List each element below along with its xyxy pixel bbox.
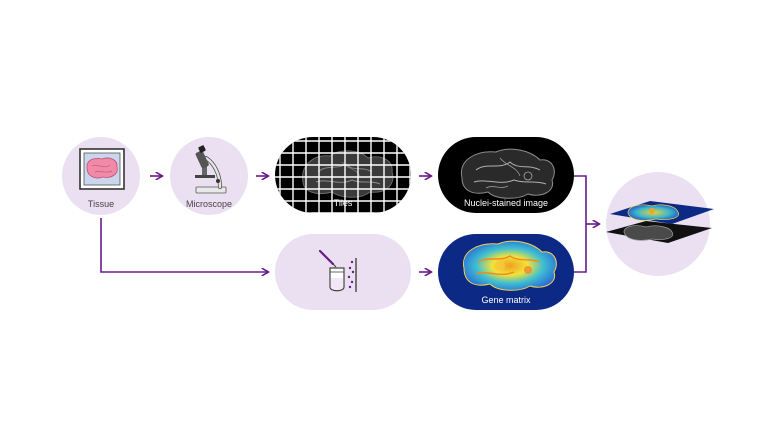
- arrow-tissue-to-sequencing: [100, 218, 268, 272]
- stacked-layers-icon: [606, 201, 714, 243]
- microscope-icon: [195, 145, 227, 194]
- tissue-slide-icon: [79, 148, 125, 190]
- tissue-label: Tissue: [87, 199, 115, 209]
- tiles-label: Tiles: [333, 198, 353, 208]
- pipette-tube-icon: [318, 249, 357, 292]
- nuclei-label: Nuclei-stained image: [463, 198, 549, 208]
- nuclei-stained-image: [460, 148, 555, 199]
- gene-heatmap-image: [462, 240, 557, 291]
- gene-matrix-label: Gene matrix: [481, 295, 531, 305]
- microscope-label: Microscope: [185, 199, 232, 209]
- connector-nuclei-to-integration: [574, 175, 587, 273]
